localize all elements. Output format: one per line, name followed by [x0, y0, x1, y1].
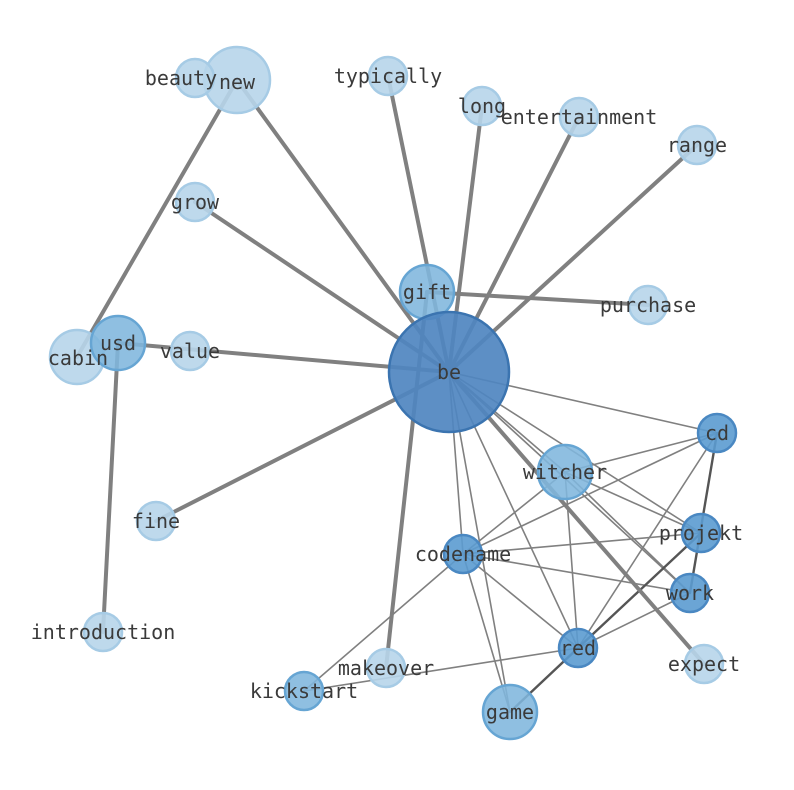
node-purchase[interactable]	[627, 284, 669, 326]
node-expect[interactable]	[683, 643, 725, 685]
edge-cd-red	[577, 432, 718, 649]
node-label-work: work	[666, 581, 714, 605]
node-label-typically: typically	[334, 64, 442, 88]
node-introduction[interactable]	[82, 611, 124, 653]
node-label-witcher: witcher	[523, 460, 607, 484]
node-label-red: red	[560, 636, 596, 660]
node-work[interactable]	[669, 572, 711, 614]
edge-new-cabin	[75, 78, 239, 359]
node-usd[interactable]	[89, 314, 147, 372]
node-fine[interactable]	[135, 500, 177, 542]
node-label-kickstart: kickstart	[250, 679, 358, 703]
node-label-beauty: beauty	[145, 66, 217, 90]
node-kickstart[interactable]	[283, 670, 325, 712]
node-label-grow: grow	[171, 190, 220, 214]
node-label-cabin: cabin	[48, 346, 108, 370]
node-makeover[interactable]	[365, 647, 407, 689]
node-codename[interactable]	[442, 533, 484, 575]
node-label-value: value	[160, 339, 220, 363]
edge-work-red	[577, 592, 691, 649]
node-be[interactable]	[387, 310, 511, 434]
node-game[interactable]	[481, 683, 539, 741]
node-label-entertainment: entertainment	[501, 105, 658, 129]
node-label-game: game	[486, 700, 534, 724]
edge-red-codename	[462, 553, 579, 649]
node-label-projekt: projekt	[659, 521, 743, 545]
node-label-be: be	[437, 360, 461, 384]
node-label-cd: cd	[705, 421, 729, 445]
node-label-purchase: purchase	[600, 293, 696, 317]
node-range[interactable]	[676, 124, 718, 166]
node-label-range: range	[667, 133, 727, 157]
node-label-gift: gift	[403, 280, 451, 304]
edge-gift-purchase	[425, 290, 650, 307]
node-value[interactable]	[169, 330, 211, 372]
node-label-usd: usd	[100, 331, 136, 355]
node-witcher[interactable]	[536, 443, 594, 501]
edge-red-kickstart	[303, 647, 579, 692]
node-long[interactable]	[461, 85, 503, 127]
node-label-long: long	[458, 94, 506, 118]
edge-be-expect	[447, 370, 706, 666]
edge-usd-introduction	[101, 341, 120, 634]
edge-codename-kickstart	[303, 553, 464, 692]
edge-witcher-red	[564, 471, 579, 649]
node-label-introduction: introduction	[31, 620, 176, 644]
node-red[interactable]	[557, 627, 599, 669]
node-label-expect: expect	[668, 652, 740, 676]
labels-layer: be gift usd witcher game cd projekt work red code…	[31, 64, 743, 724]
node-grow[interactable]	[174, 181, 216, 223]
node-cd[interactable]	[696, 412, 738, 454]
node-label-fine: fine	[132, 509, 180, 533]
node-beauty[interactable]	[174, 57, 216, 99]
edge-cd-codename	[462, 432, 718, 555]
node-label-codename: codename	[415, 542, 511, 566]
node-label-new: new	[219, 70, 256, 94]
edge-work-codename	[462, 553, 691, 594]
node-entertainment[interactable]	[558, 96, 600, 138]
edge-witcher-work	[564, 471, 691, 594]
nodes-layer	[48, 45, 738, 741]
node-projekt[interactable]	[680, 512, 722, 554]
node-typically[interactable]	[367, 55, 409, 97]
edge-projekt-codename	[462, 532, 702, 555]
node-label-makeover: makeover	[338, 656, 434, 680]
